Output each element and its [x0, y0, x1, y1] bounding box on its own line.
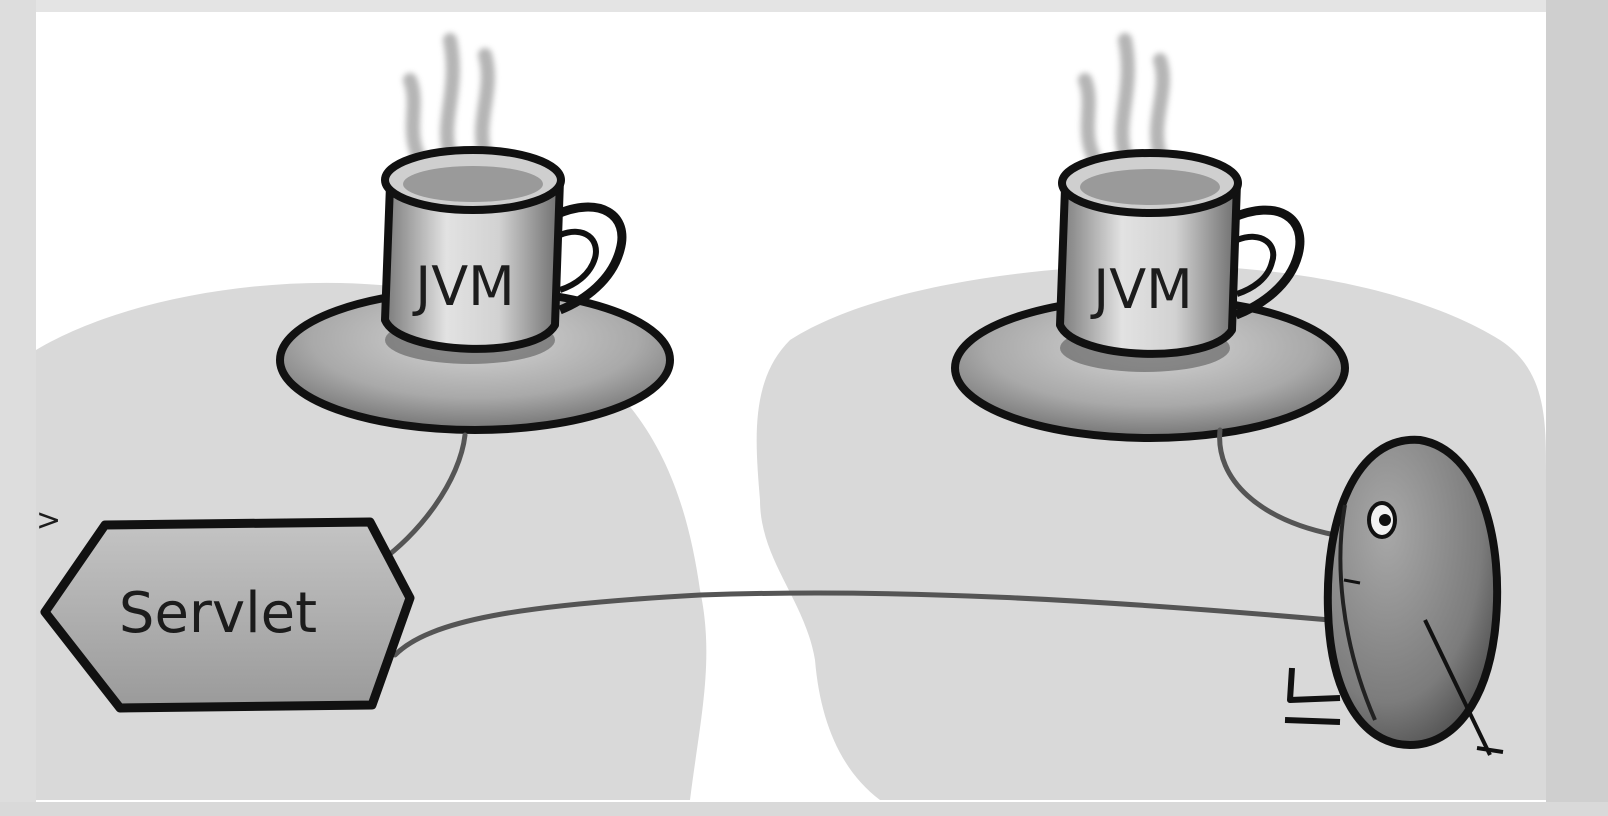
- right-jvm-label: JVM: [1090, 258, 1192, 321]
- left-jvm-label: JVM: [412, 255, 514, 318]
- frame-right: [1546, 0, 1608, 816]
- frame-left: [0, 0, 36, 816]
- frame-bottom: [0, 802, 1608, 816]
- edge-mark: >: [36, 503, 61, 538]
- servlet-label: Servlet: [119, 581, 317, 646]
- servlet-node: Servlet: [45, 522, 410, 708]
- frame-top: [0, 0, 1608, 12]
